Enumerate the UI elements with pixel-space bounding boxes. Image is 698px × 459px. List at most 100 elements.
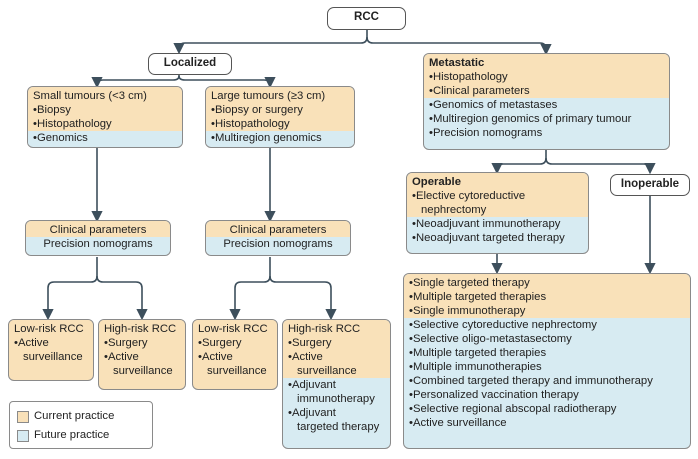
- inoperable-node: Inoperable: [610, 174, 690, 196]
- box-item: Surgery: [198, 336, 272, 350]
- metastatic-therapies-box: Single targeted therapyMultiple targeted…: [403, 273, 691, 449]
- box-item: Single targeted therapy: [409, 276, 685, 290]
- link-localized-large: [178, 75, 276, 89]
- link-clin1-highrisk1: [96, 275, 148, 321]
- current-practice-section: Large tumours (≥3 cm)Biopsy or surgeryHi…: [206, 87, 354, 131]
- box-item: Histopathology: [33, 117, 177, 131]
- box-item: High-risk RCC: [288, 323, 361, 335]
- legend-label-future: Future practice: [34, 429, 110, 441]
- metastatic-box: MetastaticHistopathologyClinical paramet…: [423, 53, 670, 150]
- link-clin2-lowrisk2: [229, 257, 271, 321]
- box-item: Adjuvant: [288, 406, 385, 420]
- box-item: Small tumours (<3 cm): [33, 90, 147, 102]
- box-item: Large tumours (≥3 cm): [211, 90, 326, 102]
- root-rcc-node: RCC: [327, 7, 406, 30]
- box-item: Neoadjuvant immunotherapy: [412, 217, 583, 231]
- box-item: Multiple targeted therapies: [409, 290, 685, 304]
- current-practice-section: Small tumours (<3 cm)BiopsyHistopatholog…: [28, 87, 182, 131]
- box-item: Active: [104, 350, 180, 364]
- box-item: Biopsy or surgery: [211, 103, 349, 117]
- current-practice-section: High-risk RCCSurgeryActivesurveillance: [283, 320, 390, 378]
- link-clin1-lowrisk1: [42, 257, 98, 321]
- future-practice-section: Precision nomograms: [206, 237, 350, 251]
- box-item: Multiregion genomics of primary tumour: [429, 112, 664, 126]
- future-practice-section: Selective cytoreductive nephrectomySelec…: [404, 318, 690, 430]
- box-item: Precision nomograms: [429, 126, 664, 140]
- high-risk-box-large: High-risk RCCSurgeryActivesurveillanceAd…: [282, 319, 391, 449]
- box-item: nephrectomy: [421, 204, 487, 216]
- box-item: Active: [288, 350, 385, 364]
- box-item: Elective cytoreductive: [412, 189, 583, 203]
- low-risk-box-large: Low-risk RCCSurgeryActivesurveillance: [192, 319, 278, 390]
- box-item: Multiregion genomics: [211, 131, 349, 145]
- legend-swatch-current: [17, 411, 29, 423]
- high-risk-box-small: High-risk RCCSurgeryActivesurveillance: [98, 319, 186, 390]
- box-item: Clinical parameters: [49, 224, 147, 236]
- current-practice-section: Clinical parameters: [206, 221, 350, 237]
- localized-node: Localized: [148, 53, 232, 75]
- box-item: Selective regional abscopal radiotherapy: [409, 402, 685, 416]
- box-item: Genomics: [33, 131, 177, 145]
- box-item: surveillance: [23, 351, 83, 363]
- box-item: Surgery: [288, 336, 385, 350]
- box-item: surveillance: [297, 365, 357, 377]
- box-item: Genomics of metastases: [429, 98, 664, 112]
- future-practice-section: Precision nomograms: [26, 237, 170, 251]
- link-rcc-localized: [173, 29, 368, 55]
- box-item: Histopathology: [211, 117, 349, 131]
- box-item: Selective oligo-metastasectomy: [409, 332, 685, 346]
- box-item: targeted therapy: [297, 421, 380, 433]
- box-item: Precision nomograms: [223, 238, 333, 250]
- box-item: Low-risk RCC: [14, 323, 84, 335]
- current-practice-section: Single targeted therapyMultiple targeted…: [404, 274, 690, 318]
- box-item: Clinical parameters: [229, 224, 327, 236]
- box-item: Precision nomograms: [43, 238, 153, 250]
- current-practice-section: MetastaticHistopathologyClinical paramet…: [424, 54, 669, 98]
- small-tumours-box: Small tumours (<3 cm)BiopsyHistopatholog…: [27, 86, 183, 148]
- box-item: Active: [14, 336, 88, 350]
- future-practice-section: Genomics: [28, 131, 182, 145]
- link-metastatic-operable: [491, 150, 547, 175]
- large-tumours-box: Large tumours (≥3 cm)Biopsy or surgeryHi…: [205, 86, 355, 148]
- legend-box: Current practice Future practice: [9, 401, 153, 449]
- link-clin2-highrisk2: [269, 275, 337, 321]
- box-item: surveillance: [113, 365, 173, 377]
- future-practice-section: Multiregion genomics: [206, 131, 354, 145]
- box-item: Multiple immunotherapies: [409, 360, 685, 374]
- legend-swatch-future: [17, 430, 29, 442]
- box-item: Low-risk RCC: [198, 323, 268, 335]
- future-practice-section: Neoadjuvant immunotherapyNeoadjuvant tar…: [407, 217, 588, 245]
- legend-label-current: Current practice: [34, 410, 115, 422]
- current-practice-section: Low-risk RCCSurgeryActivesurveillance: [193, 320, 277, 378]
- box-item: Adjuvant: [288, 378, 385, 392]
- box-item: Clinical parameters: [429, 84, 664, 98]
- current-practice-section: High-risk RCCSurgeryActivesurveillance: [99, 320, 185, 378]
- future-practice-section: AdjuvantimmunotherapyAdjuvanttargeted th…: [283, 378, 390, 434]
- box-item: High-risk RCC: [104, 323, 177, 335]
- box-item: Surgery: [104, 336, 180, 350]
- box-item: Neoadjuvant targeted therapy: [412, 231, 583, 245]
- box-item: Biopsy: [33, 103, 177, 117]
- box-item: Selective cytoreductive nephrectomy: [409, 318, 685, 332]
- future-practice-section: Genomics of metastasesMultiregion genomi…: [424, 98, 669, 140]
- box-heading: Operable: [412, 176, 461, 188]
- current-practice-section: OperableElective cytoreductivenephrectom…: [407, 173, 588, 217]
- low-risk-box-small: Low-risk RCCActivesurveillance: [8, 319, 94, 381]
- box-item: Multiple targeted therapies: [409, 346, 685, 360]
- link-metastatic-inoperable: [545, 157, 656, 175]
- box-item: immunotherapy: [297, 393, 375, 405]
- box-item: Histopathology: [429, 70, 664, 84]
- current-practice-section: Low-risk RCCActivesurveillance: [9, 320, 93, 364]
- box-item: Active surveillance: [409, 416, 685, 430]
- link-rcc-metastatic: [366, 36, 552, 56]
- box-heading: Metastatic: [429, 57, 485, 69]
- operable-box: OperableElective cytoreductivenephrectom…: [406, 172, 589, 254]
- current-practice-section: Clinical parameters: [26, 221, 170, 237]
- box-item: Single immunotherapy: [409, 304, 685, 318]
- box-item: Combined targeted therapy and immunother…: [409, 374, 685, 388]
- box-item: Active: [198, 350, 272, 364]
- box-item: Personalized vaccination therapy: [409, 388, 685, 402]
